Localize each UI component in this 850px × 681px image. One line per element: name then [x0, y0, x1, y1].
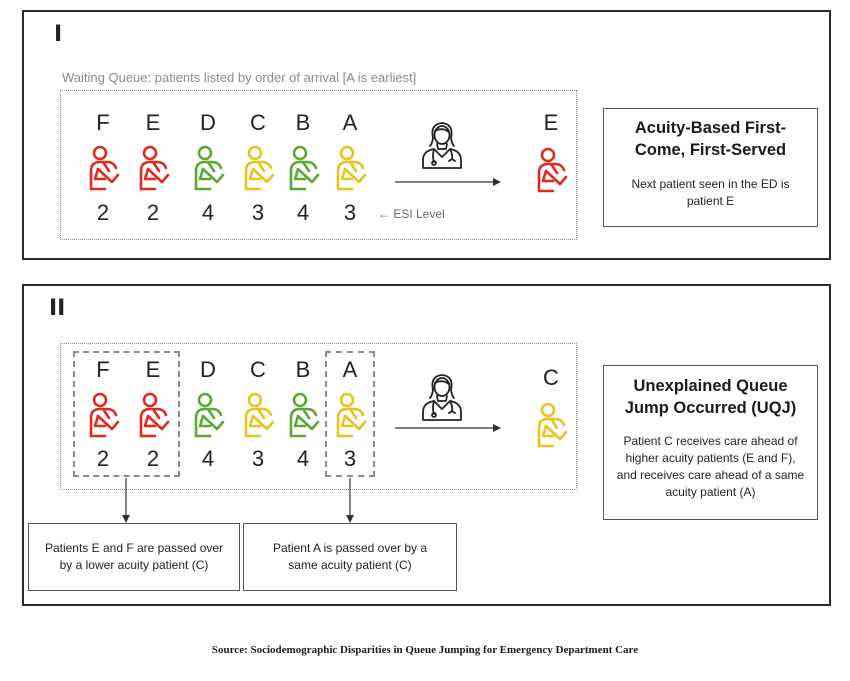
panel-label-ii: II [49, 296, 66, 321]
esi-value: 3 [251, 446, 265, 471]
esi-value: 4 [201, 446, 215, 471]
selected-patient-icon [531, 147, 571, 193]
panel-label-i: I [54, 22, 63, 47]
patient-letter: B [295, 110, 311, 135]
esi-value: 2 [146, 200, 160, 225]
patient-icon [283, 145, 323, 191]
esi-value: 3 [343, 200, 357, 225]
patient-letter: C [250, 110, 266, 135]
esi-value: 4 [201, 200, 215, 225]
patient-icon [188, 145, 228, 191]
patient-letter: D [200, 110, 216, 135]
patient-icon [283, 392, 323, 438]
selected-patient-letter: E [543, 110, 559, 135]
esi-value: 3 [343, 446, 357, 471]
waiting-queue-box [60, 343, 577, 490]
patient-icon [83, 392, 123, 438]
uqj-info-box: Unexplained Queue Jump Occurred (UQJ) Pa… [603, 365, 818, 520]
selected-patient-letter: C [543, 365, 559, 390]
patient-letter: D [200, 357, 216, 382]
patient-letter: A [342, 357, 358, 382]
esi-value: 2 [146, 446, 160, 471]
patient-letter: F [96, 110, 110, 135]
info-title: Acuity-Based First-Come, First-Served [634, 119, 787, 159]
info-body: Patient C receives care ahead of higher … [616, 434, 805, 499]
callout-a-passed-over: Patient A is passed over by a same acuit… [243, 523, 457, 591]
esi-value: 3 [251, 200, 265, 225]
doctor-icon [416, 370, 468, 422]
info-body: Next patient seen in the ED is patient E [631, 177, 790, 208]
esi-value: 2 [96, 446, 110, 471]
patient-letter: F [96, 357, 110, 382]
waiting-queue-box [60, 90, 577, 240]
patient-icon [188, 392, 228, 438]
esi-value: 2 [96, 200, 110, 225]
esi-level-caption: ← ESI Level [378, 207, 445, 221]
patient-icon [238, 145, 278, 191]
doctor-icon [416, 118, 468, 170]
patient-letter: E [145, 357, 161, 382]
patient-letter: A [342, 110, 358, 135]
waiting-queue-caption: Waiting Queue: patients listed by order … [62, 70, 417, 85]
patient-icon [330, 392, 370, 438]
esi-value: 4 [296, 446, 310, 471]
patient-icon [133, 392, 173, 438]
source-caption: Source: Sociodemographic Disparities in … [211, 644, 639, 656]
patient-icon [133, 145, 173, 191]
patient-icon [238, 392, 278, 438]
passed-over-group-a [325, 351, 375, 477]
esi-value: 4 [296, 200, 310, 225]
passed-over-group-ef [73, 351, 180, 477]
patient-letter: E [145, 110, 161, 135]
info-title: Unexplained Queue Jump Occurred (UQJ) [624, 377, 797, 417]
patient-letter: C [250, 357, 266, 382]
patient-icon [330, 145, 370, 191]
patient-icon [83, 145, 123, 191]
callout-ef-passed-over: Patients E and F are passed over by a lo… [28, 523, 240, 591]
patient-letter: B [295, 357, 311, 382]
selected-patient-icon [531, 402, 571, 448]
acuity-fcfs-info-box: Acuity-Based First-Come, First-Served Ne… [603, 108, 818, 227]
